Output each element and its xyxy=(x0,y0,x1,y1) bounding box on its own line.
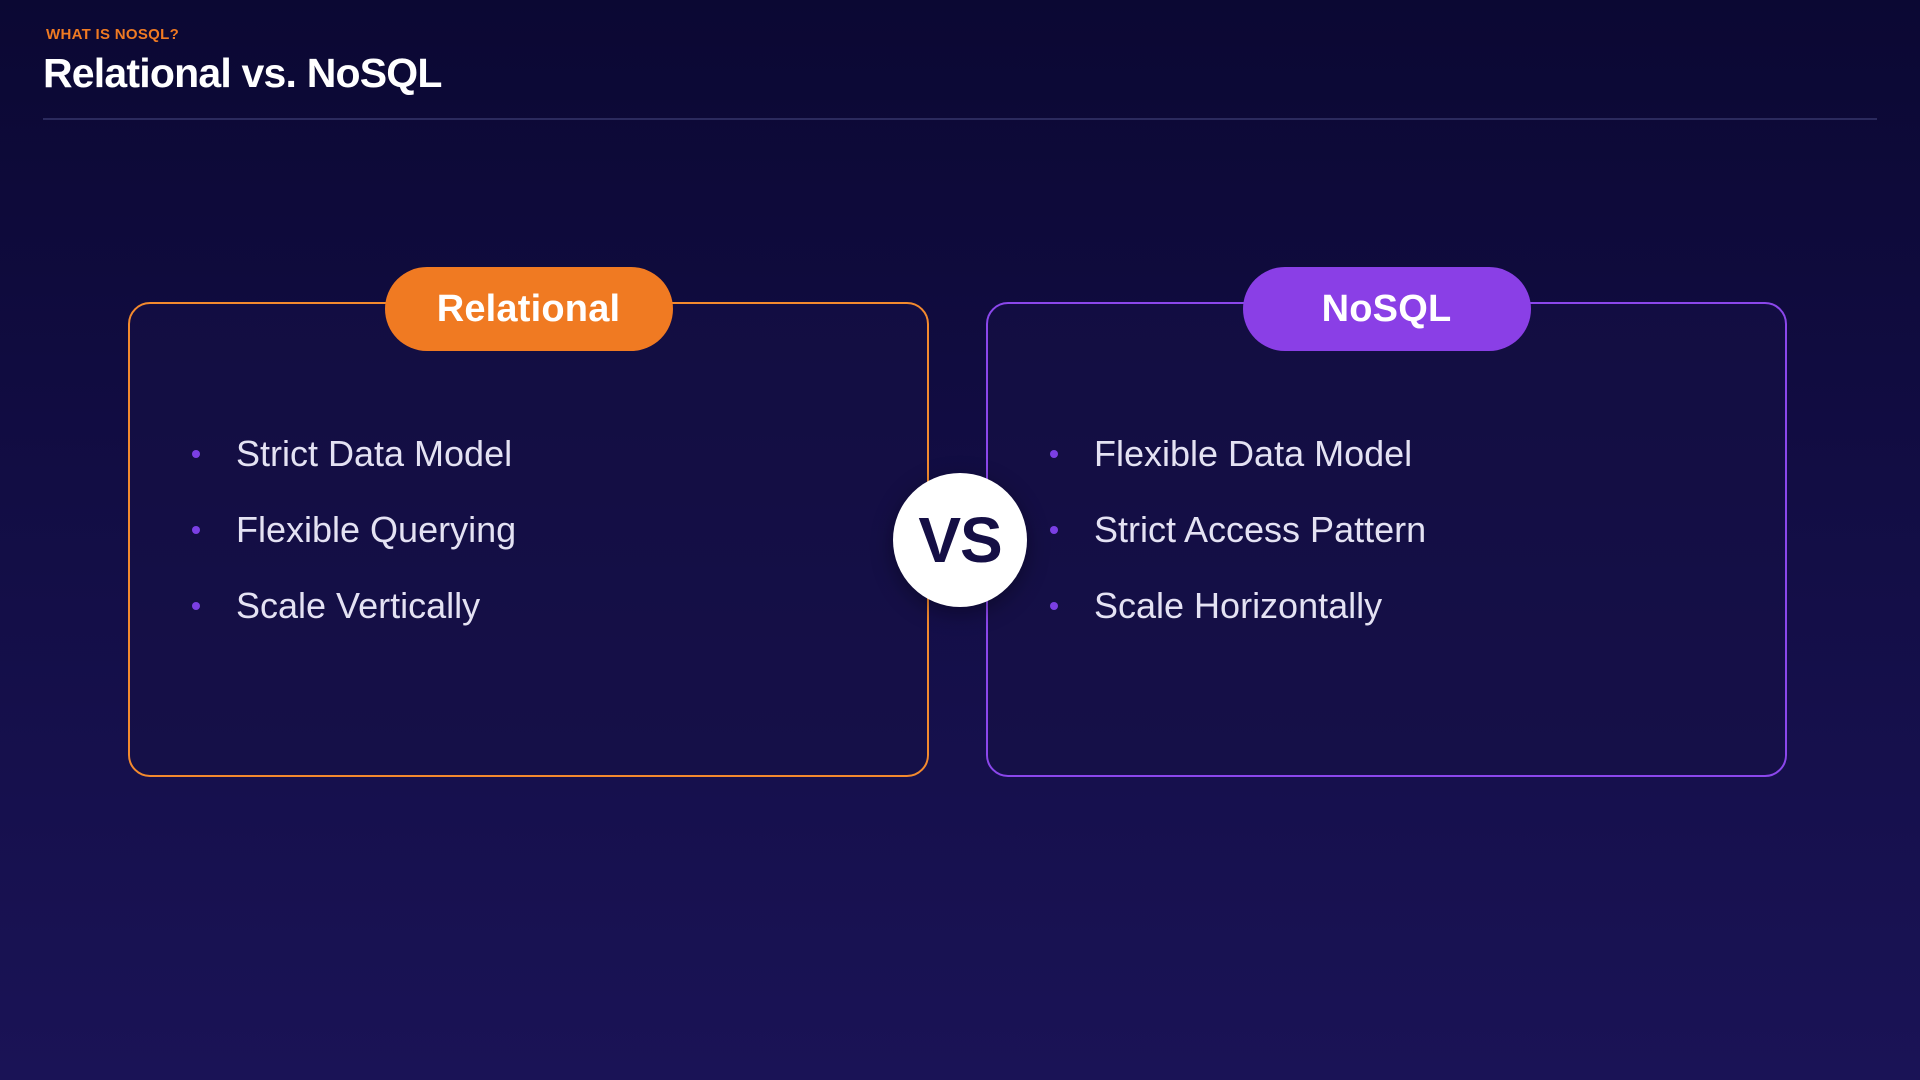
list-item: Scale Vertically xyxy=(192,568,516,644)
relational-pill: Relational xyxy=(384,267,673,351)
list-item-text: Scale Horizontally xyxy=(1094,585,1383,626)
relational-card: Relational Strict Data Model Flexible Qu… xyxy=(128,267,929,777)
bullet-icon xyxy=(192,526,200,534)
bullet-icon xyxy=(1050,602,1058,610)
bullet-icon xyxy=(192,602,200,610)
bullet-icon xyxy=(1050,526,1058,534)
list-item: Flexible Querying xyxy=(192,492,516,568)
list-item-text: Strict Access Pattern xyxy=(1094,509,1427,550)
list-item-text: Strict Data Model xyxy=(236,433,513,474)
bullet-icon xyxy=(1050,450,1058,458)
list-item-text: Flexible Data Model xyxy=(1094,433,1413,474)
vs-badge: VS xyxy=(893,473,1027,607)
nosql-pill: NoSQL xyxy=(1242,267,1531,351)
list-item: Strict Data Model xyxy=(192,416,516,492)
bullet-icon xyxy=(192,450,200,458)
header-divider xyxy=(43,118,1877,120)
nosql-card: NoSQL Flexible Data Model Strict Access … xyxy=(986,267,1787,777)
slide-eyebrow: WHAT IS NOSQL? xyxy=(46,26,180,43)
list-item-text: Flexible Querying xyxy=(236,509,517,550)
list-item: Strict Access Pattern xyxy=(1050,492,1426,568)
list-item-text: Scale Vertically xyxy=(236,585,481,626)
list-item: Scale Horizontally xyxy=(1050,568,1426,644)
list-item: Flexible Data Model xyxy=(1050,416,1426,492)
relational-list: Strict Data Model Flexible Querying Scal… xyxy=(192,416,516,644)
nosql-list: Flexible Data Model Strict Access Patter… xyxy=(1050,416,1426,644)
page-title: Relational vs. NoSQL xyxy=(43,50,442,96)
